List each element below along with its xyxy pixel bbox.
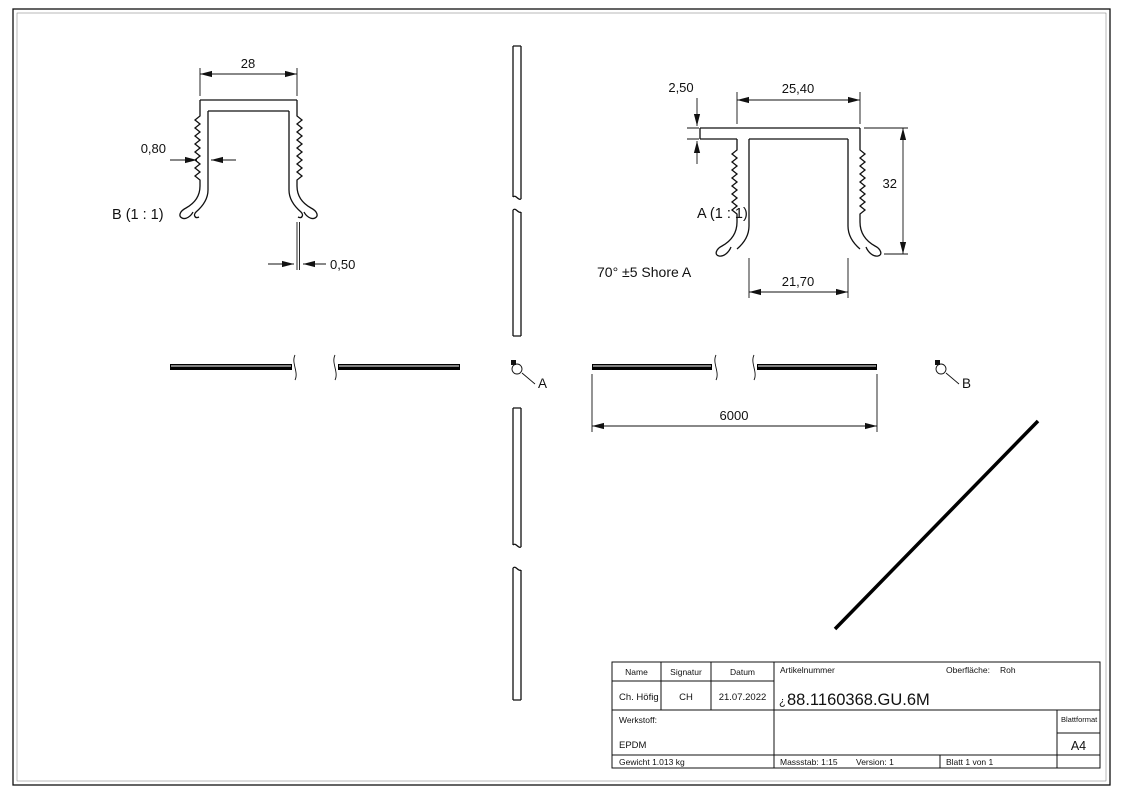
profile-b-left-wall-outer bbox=[179, 100, 202, 220]
section-a-circle bbox=[511, 363, 523, 375]
section-b-leader bbox=[945, 372, 960, 385]
header-artikelnummer: Artikelnummer bbox=[780, 665, 835, 675]
side-right-bar1 bbox=[592, 364, 712, 370]
section-b-flag bbox=[935, 360, 940, 365]
section-a-flag bbox=[511, 360, 516, 365]
dim-a-inner-text: 21,70 bbox=[782, 274, 815, 289]
side-left-bar1 bbox=[170, 364, 292, 370]
dim-b-foot-ext bbox=[296, 222, 300, 270]
detail-b-label: B (1 : 1) bbox=[112, 207, 164, 223]
drawing-frame-inner bbox=[16, 12, 1107, 782]
end-view-seg2 bbox=[512, 208, 522, 337]
detail-a-label: A (1 : 1) bbox=[697, 206, 748, 222]
massstab-text: Massstab: 1:15 bbox=[780, 757, 838, 767]
section-mark-a: A bbox=[511, 360, 547, 391]
gewicht-text: Gewicht 1.013 kg bbox=[619, 757, 685, 767]
title-block: Name Signatur Datum Artikelnummer Oberfl… bbox=[611, 661, 1101, 769]
header-name: Name bbox=[625, 667, 648, 677]
end-view-seg4 bbox=[512, 566, 522, 701]
artikelnummer-prefix: ¿ bbox=[779, 696, 786, 708]
end-view-top bbox=[512, 45, 522, 337]
side-right-bar2 bbox=[757, 364, 877, 370]
blattformat-value: A4 bbox=[1071, 739, 1086, 753]
profile-b-right-wall-outer bbox=[295, 100, 318, 220]
profile-b-right-wall-inner bbox=[288, 111, 304, 219]
blatt-text: Blatt 1 von 1 bbox=[946, 757, 994, 767]
werkstoff-value: EPDM bbox=[619, 740, 647, 751]
dim-b-width-ext bbox=[199, 68, 298, 96]
side-right-break1 bbox=[714, 354, 718, 381]
side-left-bar2 bbox=[338, 364, 460, 370]
dim-a-fin-text: 2,50 bbox=[668, 80, 693, 95]
end-view-seg3 bbox=[512, 407, 522, 548]
blattformat-label: Blattformat bbox=[1061, 715, 1098, 724]
side-view-left bbox=[170, 354, 460, 381]
artikelnummer-value: 88.1160368.GU.6M bbox=[787, 691, 930, 709]
dim-a-height-ext bbox=[864, 127, 908, 255]
dim-b-wall-text: 0,80 bbox=[141, 141, 166, 156]
dim-a-width-ext bbox=[736, 92, 861, 124]
section-a-letter: A bbox=[538, 376, 547, 391]
view-detail-a: 2,50 25,40 32 21,70 A (1 : 1) 70° ±5 Sho… bbox=[597, 80, 908, 298]
view-detail-b: 28 0,80 B (1 : 1) 0,50 bbox=[112, 56, 355, 272]
section-a-leader bbox=[521, 372, 536, 385]
value-signatur: CH bbox=[679, 692, 693, 703]
title-block-border bbox=[611, 661, 1101, 769]
profile-b-left-wall-inner bbox=[193, 111, 209, 219]
end-view-bottom bbox=[512, 407, 522, 701]
side-left-break2 bbox=[333, 354, 337, 381]
profile-a-fin bbox=[699, 128, 737, 140]
side-view-right: 6000 bbox=[591, 354, 878, 432]
shore-hardness-note: 70° ±5 Shore A bbox=[597, 264, 692, 280]
header-oberflaeche: Oberfläche: bbox=[946, 665, 990, 675]
version-text: Version: 1 bbox=[856, 757, 894, 767]
oberflaeche-value: Roh bbox=[1000, 665, 1016, 675]
value-datum: 21.07.2022 bbox=[719, 692, 767, 703]
header-signatur: Signatur bbox=[670, 667, 702, 677]
werkstoff-label: Werkstoff: bbox=[619, 715, 657, 725]
dim-length-text: 6000 bbox=[720, 408, 749, 423]
section-mark-b: B bbox=[935, 360, 971, 391]
side-left-break1 bbox=[293, 354, 297, 381]
profile-a-left-wall-inner bbox=[736, 139, 750, 250]
dim-length-ext bbox=[591, 374, 878, 432]
section-b-letter: B bbox=[962, 376, 971, 391]
title-block-grid bbox=[612, 662, 1100, 768]
section-b-circle bbox=[935, 363, 947, 375]
end-view-seg1 bbox=[512, 45, 522, 200]
profile-a-left-wall-outer bbox=[715, 139, 739, 257]
dim-a-height-text: 32 bbox=[883, 176, 897, 191]
dim-b-foot-text: 0,50 bbox=[330, 257, 355, 272]
value-name: Ch. Höfig bbox=[619, 692, 659, 703]
drawing-frame bbox=[12, 8, 1111, 786]
profile-a-right-wall-outer bbox=[858, 128, 882, 257]
header-datum: Datum bbox=[730, 667, 755, 677]
dim-b-width-text: 28 bbox=[241, 56, 255, 71]
side-right-break2 bbox=[752, 354, 756, 381]
dim-a-width-text: 25,40 bbox=[782, 81, 815, 96]
profile-a-right-wall-inner bbox=[847, 139, 861, 250]
iso-view-line bbox=[833, 419, 1040, 631]
dim-a-fin-ext bbox=[687, 127, 699, 140]
